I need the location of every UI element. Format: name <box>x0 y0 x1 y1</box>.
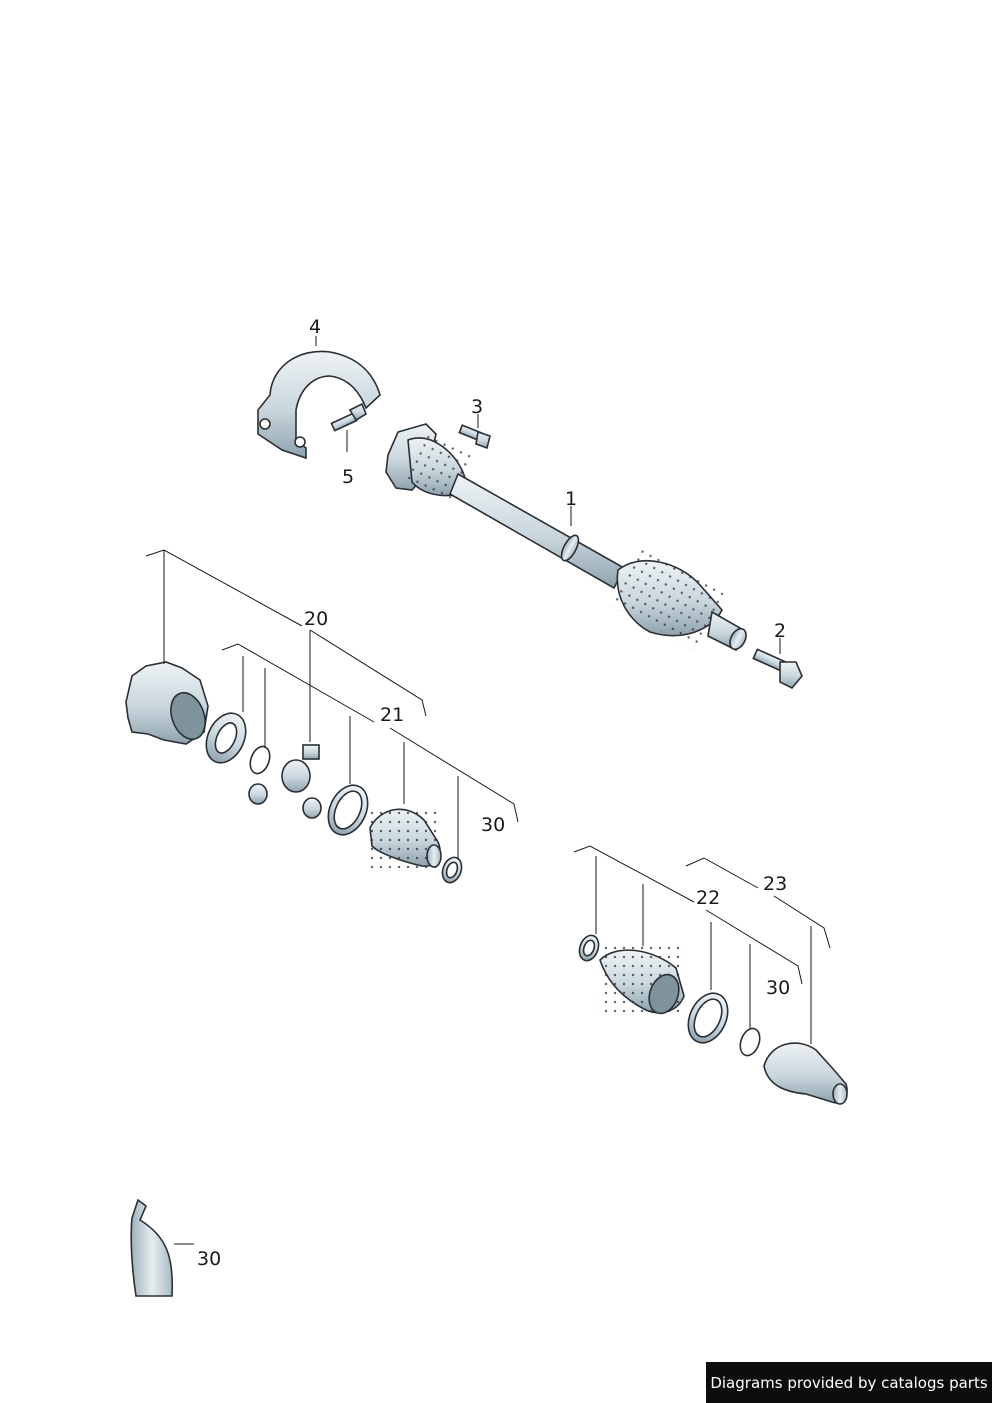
bolt-part-3 <box>458 424 491 450</box>
label-4: 4 <box>309 316 321 338</box>
inner-boot <box>366 806 442 868</box>
part-labels: 4 5 3 1 2 20 21 30 22 23 30 30 <box>197 316 790 1270</box>
outer-boot <box>598 944 686 1016</box>
hose-clamp-large-2 <box>687 992 729 1044</box>
circlip-2 <box>739 1027 761 1057</box>
gasket <box>205 712 247 764</box>
label-30-third: 30 <box>197 1248 221 1270</box>
hose-clamp-large <box>327 784 369 836</box>
label-3: 3 <box>471 396 483 418</box>
label-23: 23 <box>763 873 787 895</box>
label-2: 2 <box>774 620 786 642</box>
label-21: 21 <box>380 704 404 726</box>
label-30-second: 30 <box>766 977 790 999</box>
bolt-part-2 <box>752 648 803 689</box>
label-5: 5 <box>342 466 354 488</box>
label-1: 1 <box>565 488 577 510</box>
label-20: 20 <box>304 608 328 630</box>
credit-banner: Diagrams provided by catalogs parts <box>706 1362 992 1403</box>
drive-shaft-part-1 <box>385 423 747 652</box>
outer-cv-joint <box>763 1042 848 1105</box>
circlip <box>249 745 271 775</box>
label-30-first: 30 <box>481 814 505 836</box>
heat-shield-part-4 <box>257 350 381 460</box>
bolt-part-5 <box>330 402 367 432</box>
cv-joint-housing <box>125 661 209 745</box>
label-22: 22 <box>696 887 720 909</box>
grease-tube-part-30 <box>130 1198 174 1297</box>
leader-lines <box>145 336 831 1245</box>
hose-clamp-small-2 <box>578 934 600 962</box>
hose-clamp-small <box>441 856 463 884</box>
tripod-spider <box>248 744 322 819</box>
